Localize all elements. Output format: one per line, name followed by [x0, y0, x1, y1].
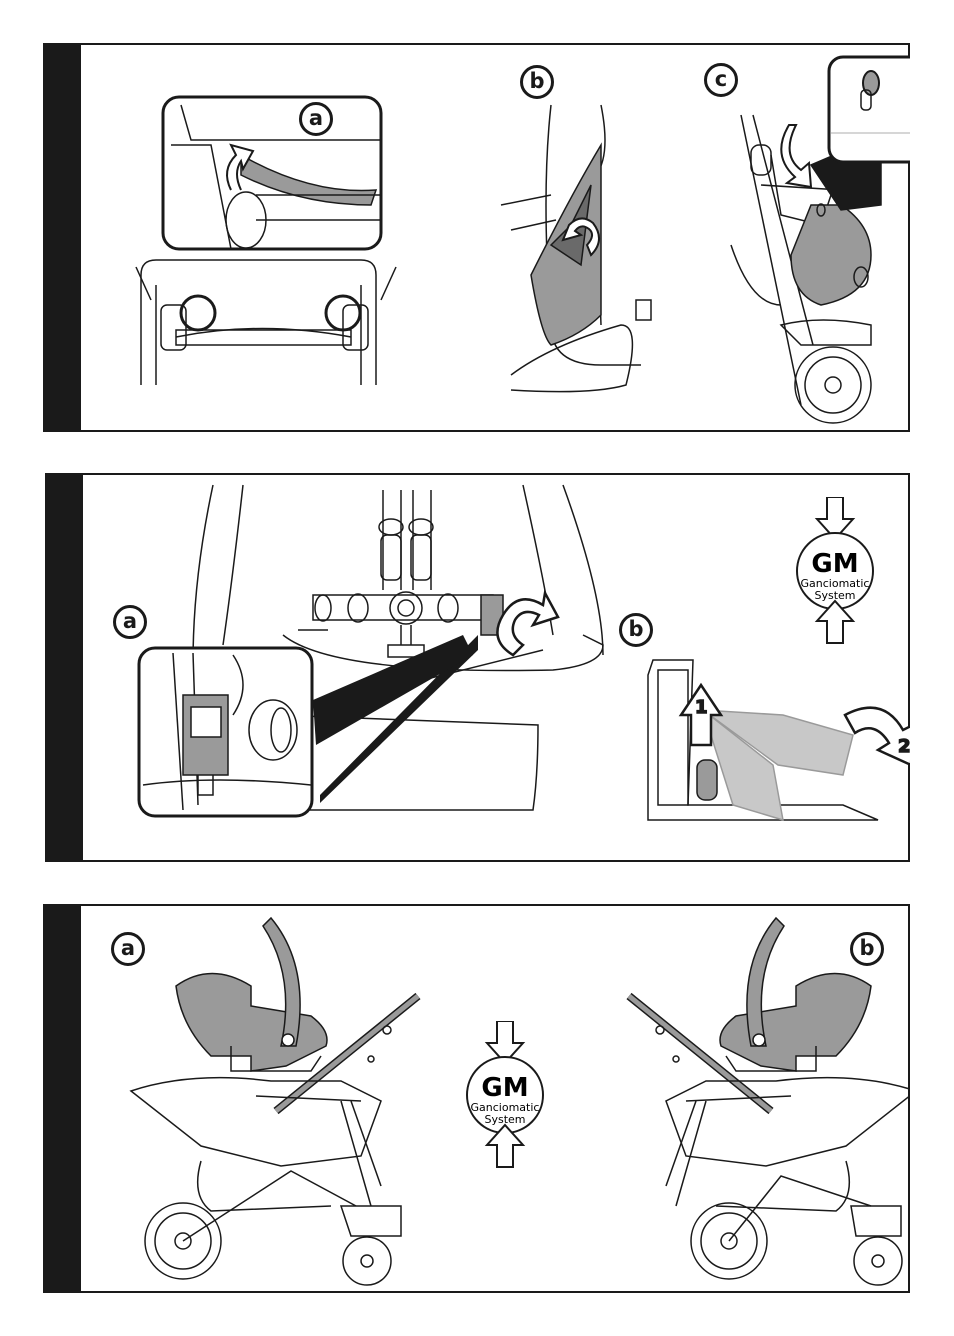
panel-3: a b GM Ganciomatic System [43, 904, 910, 1293]
gm-logo-icon: GM Ganciomatic System [785, 497, 885, 647]
seat-side-drawing-b [501, 105, 651, 392]
arrow-rotate-icon [497, 593, 558, 655]
zoom-box-buckle [139, 648, 312, 816]
panel-1-side-bar [45, 45, 81, 430]
panel-1-illustration [81, 45, 910, 430]
stroller-a [131, 1078, 401, 1285]
label-b: b [520, 65, 554, 99]
stroller-side-drawing-c [731, 57, 910, 423]
step-1-number: 1 [695, 697, 708, 718]
label-a: a [113, 605, 147, 639]
label-b: b [850, 932, 884, 966]
gm-logo-line2: System [785, 590, 885, 602]
panel-1: a b c [43, 43, 910, 432]
car-seat-a [176, 918, 418, 1111]
gm-logo-title: GM [455, 1075, 555, 1101]
label-c: c [704, 63, 738, 97]
stroller-b [666, 1078, 910, 1285]
label-b: b [619, 613, 653, 647]
label-a: a [299, 102, 333, 136]
label-a: a [111, 932, 145, 966]
arrow-rotate-icon [781, 125, 811, 187]
gm-logo-icon: GM Ganciomatic System [455, 1021, 555, 1171]
step-2-number: 2 [898, 736, 910, 757]
zoom-box-a [163, 97, 381, 249]
seat-release-drawing-b: 1 2 [648, 660, 910, 820]
gm-logo-title: GM [785, 551, 885, 577]
panel-2-side-bar [47, 475, 83, 860]
gm-logo-line2: System [455, 1114, 555, 1126]
panel-3-side-bar [45, 906, 81, 1291]
panel-2: 1 2 a b GM Ganciomatic System [45, 473, 910, 862]
car-seat-b [629, 918, 871, 1111]
